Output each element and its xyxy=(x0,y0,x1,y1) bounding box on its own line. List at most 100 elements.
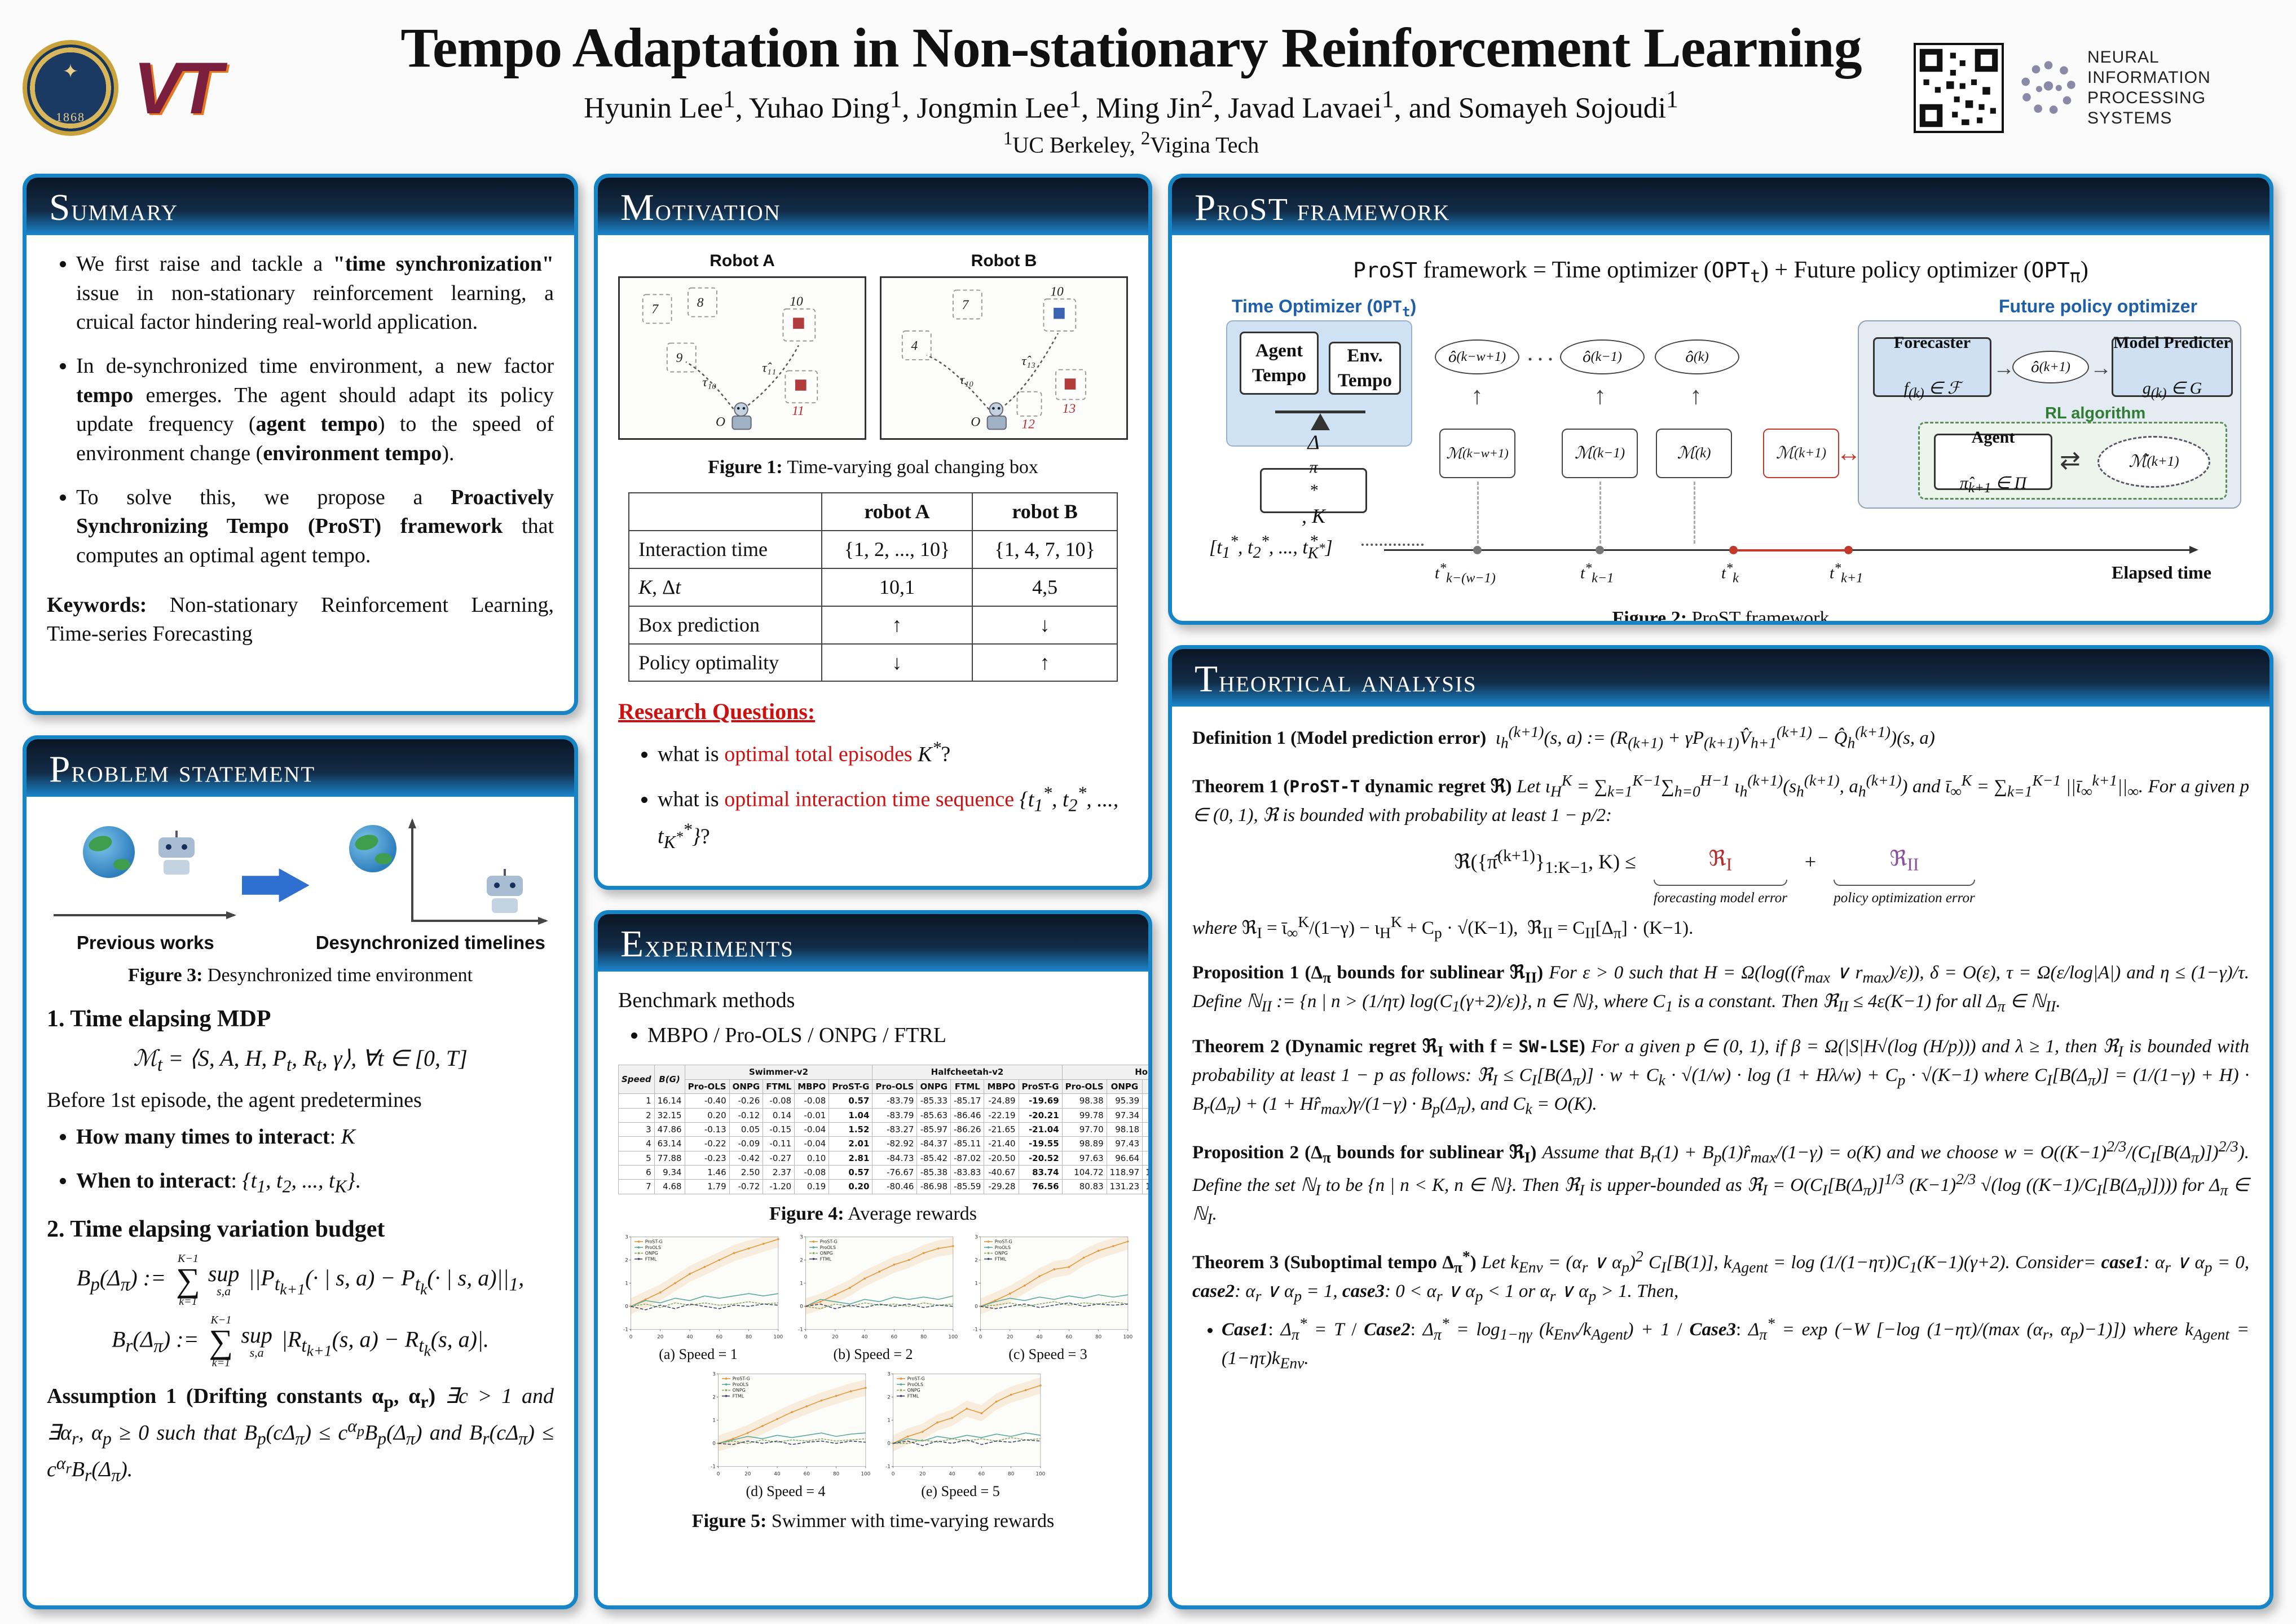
regret-lhs: ℜ({π̂(k+1)}1:K−1, K) ≤ xyxy=(1454,846,1636,877)
timeline-dot-icon xyxy=(1473,546,1482,555)
svg-text:ONPG: ONPG xyxy=(733,1388,746,1393)
robot-comparison-table: robot A robot B Interaction time {1, 2, … xyxy=(628,492,1118,682)
shared-timeline-arrow-icon xyxy=(54,911,236,919)
time-optimizer-label: Time Optimizer (OPTt) xyxy=(1232,296,1417,320)
robot-a-title: Robot A xyxy=(709,251,775,270)
svg-text:ProOLS: ProOLS xyxy=(820,1245,836,1250)
summary-bullet-2: In de-synchronized time environment, a n… xyxy=(76,352,554,469)
svg-text:40: 40 xyxy=(949,1472,955,1477)
svg-text:3: 3 xyxy=(625,1235,628,1241)
figure-4-caption: Figure 4: Average rewards xyxy=(769,1203,977,1224)
problem-statement-section: Problem statement Previous works xyxy=(23,735,578,1609)
svg-text:3: 3 xyxy=(887,1372,891,1378)
interact-count-item: How many times to interact: K xyxy=(76,1123,554,1152)
timeline-dot-icon xyxy=(1596,546,1604,555)
seal-year: 1868 xyxy=(56,110,85,124)
svg-text:40: 40 xyxy=(861,1335,868,1340)
time-elapsing-mdp-heading: 1. Time elapsing MDP xyxy=(47,1006,271,1032)
box-number: 7 xyxy=(962,298,969,312)
svg-text:ProOLS: ProOLS xyxy=(645,1245,661,1250)
svg-text:20: 20 xyxy=(832,1335,839,1340)
variation-budget-heading: 2. Time elapsing variation budget xyxy=(47,1216,385,1242)
forecast-observation-node: ô(k+1) xyxy=(2012,351,2089,384)
research-questions-list: what is optimal total episodes K*? what … xyxy=(658,735,1128,854)
svg-text:3: 3 xyxy=(975,1235,978,1241)
timeline-tick-label: t*k−(w−1) xyxy=(1435,561,1496,586)
robot-icon xyxy=(156,831,197,878)
theorem-3-cases: Case1: Δπ* = T / Case2: Δπ* = log1−ηγ (k… xyxy=(1222,1313,2249,1374)
svg-text:40: 40 xyxy=(1036,1335,1043,1340)
up-arrow-icon: ↑ xyxy=(1594,382,1606,410)
robot-b-figure: 4 7 10 13 12 τ₁₀ τ̂₁₃ O xyxy=(880,276,1128,440)
svg-text:2: 2 xyxy=(800,1258,803,1264)
summary-header: Summary xyxy=(27,178,574,235)
table-row: K, Δt 10,1 4,5 xyxy=(628,567,1118,607)
cell: ↓ xyxy=(972,605,1118,645)
elapsed-time-label: Elapsed time xyxy=(2112,562,2211,583)
svg-text:0: 0 xyxy=(625,1304,628,1310)
robot-glyph xyxy=(986,402,1007,430)
research-questions-title: Research Questions: xyxy=(618,699,816,725)
red-link-arrow-icon: ↔ xyxy=(1836,439,1861,467)
summary-bullet-3: To solve this, we propose a Proactively … xyxy=(76,483,554,571)
seal-star-icon: ✦ xyxy=(62,61,79,82)
summary-bullet-1: We first raise and tackle a "time synchr… xyxy=(76,250,554,337)
agent-timeline-axis-icon xyxy=(411,917,549,925)
svg-text:60: 60 xyxy=(891,1335,898,1340)
dotted-connector-icon xyxy=(1361,544,1424,546)
svg-text:2: 2 xyxy=(712,1395,716,1401)
learned-model-node: ℳ̂(k+1) xyxy=(2097,436,2210,488)
cell: ↓ xyxy=(821,643,973,682)
svg-text:ProST-G: ProST-G xyxy=(907,1376,925,1382)
theorem-3-cases-list: Case1: Δπ* = T / Case2: Δπ* = log1−ηγ (k… xyxy=(1222,1313,2249,1374)
mdp-formula: ℳt = ⟨S, A, H, Pt, Rt, γ⟩, ∀t ∈ [0, T] xyxy=(133,1045,468,1076)
chart-caption: (a) Speed = 1 xyxy=(659,1346,738,1363)
underbrace-icon xyxy=(1834,880,1975,886)
robot-b-title: Robot B xyxy=(971,251,1037,270)
origin-label: O xyxy=(716,414,725,429)
benchmark-list: MBPO / Pro-OLS / ONPG / FTRL xyxy=(647,1021,1128,1051)
cell: ↑ xyxy=(821,605,973,645)
svg-text:100: 100 xyxy=(861,1472,870,1477)
box-number: 12 xyxy=(1021,417,1035,431)
figure-1: Robot A xyxy=(618,250,1128,448)
predetermine-text: Before 1st episode, the agent predetermi… xyxy=(47,1088,422,1112)
box-number: 11 xyxy=(792,404,804,418)
tau-label: τ₁₀ xyxy=(960,373,974,387)
earth-icon xyxy=(83,826,135,878)
desynchronized-scene: Desynchronized timelines xyxy=(310,815,552,956)
timeline-dot-icon xyxy=(1729,546,1738,555)
svg-text:80: 80 xyxy=(833,1472,840,1477)
svg-text:-1: -1 xyxy=(973,1327,978,1333)
desynchronized-label: Desynchronized timelines xyxy=(315,932,545,954)
neurips-logo: NEURAL INFORMATION PROCESSING SYSTEMS xyxy=(2017,47,2273,129)
svg-text:1: 1 xyxy=(887,1418,891,1424)
tempo-interval-highlight-icon xyxy=(1733,549,1848,552)
underbrace-icon xyxy=(1653,880,1787,886)
svg-text:1: 1 xyxy=(800,1281,803,1287)
cell: 4,5 xyxy=(972,567,1118,607)
problem-statement-header: Problem statement xyxy=(27,739,574,797)
figure-3: Previous works Desynchronized timelines xyxy=(47,811,554,956)
box-number: 13 xyxy=(1063,401,1076,416)
table-row: Policy optimality ↓ ↑ xyxy=(628,643,1118,682)
svg-text:ONPG: ONPG xyxy=(645,1251,658,1256)
up-arrow-icon: ↑ xyxy=(1471,382,1483,410)
theoretical-analysis-header: Theortical analysis xyxy=(1172,649,2269,707)
prost-framework-header: ProST framework xyxy=(1172,178,2269,235)
env-timeline-axis-icon xyxy=(408,818,416,922)
svg-text:100: 100 xyxy=(1035,1472,1045,1477)
svg-text:0: 0 xyxy=(975,1304,978,1310)
svg-text:ProST-G: ProST-G xyxy=(995,1239,1012,1245)
svg-text:100: 100 xyxy=(948,1335,958,1340)
